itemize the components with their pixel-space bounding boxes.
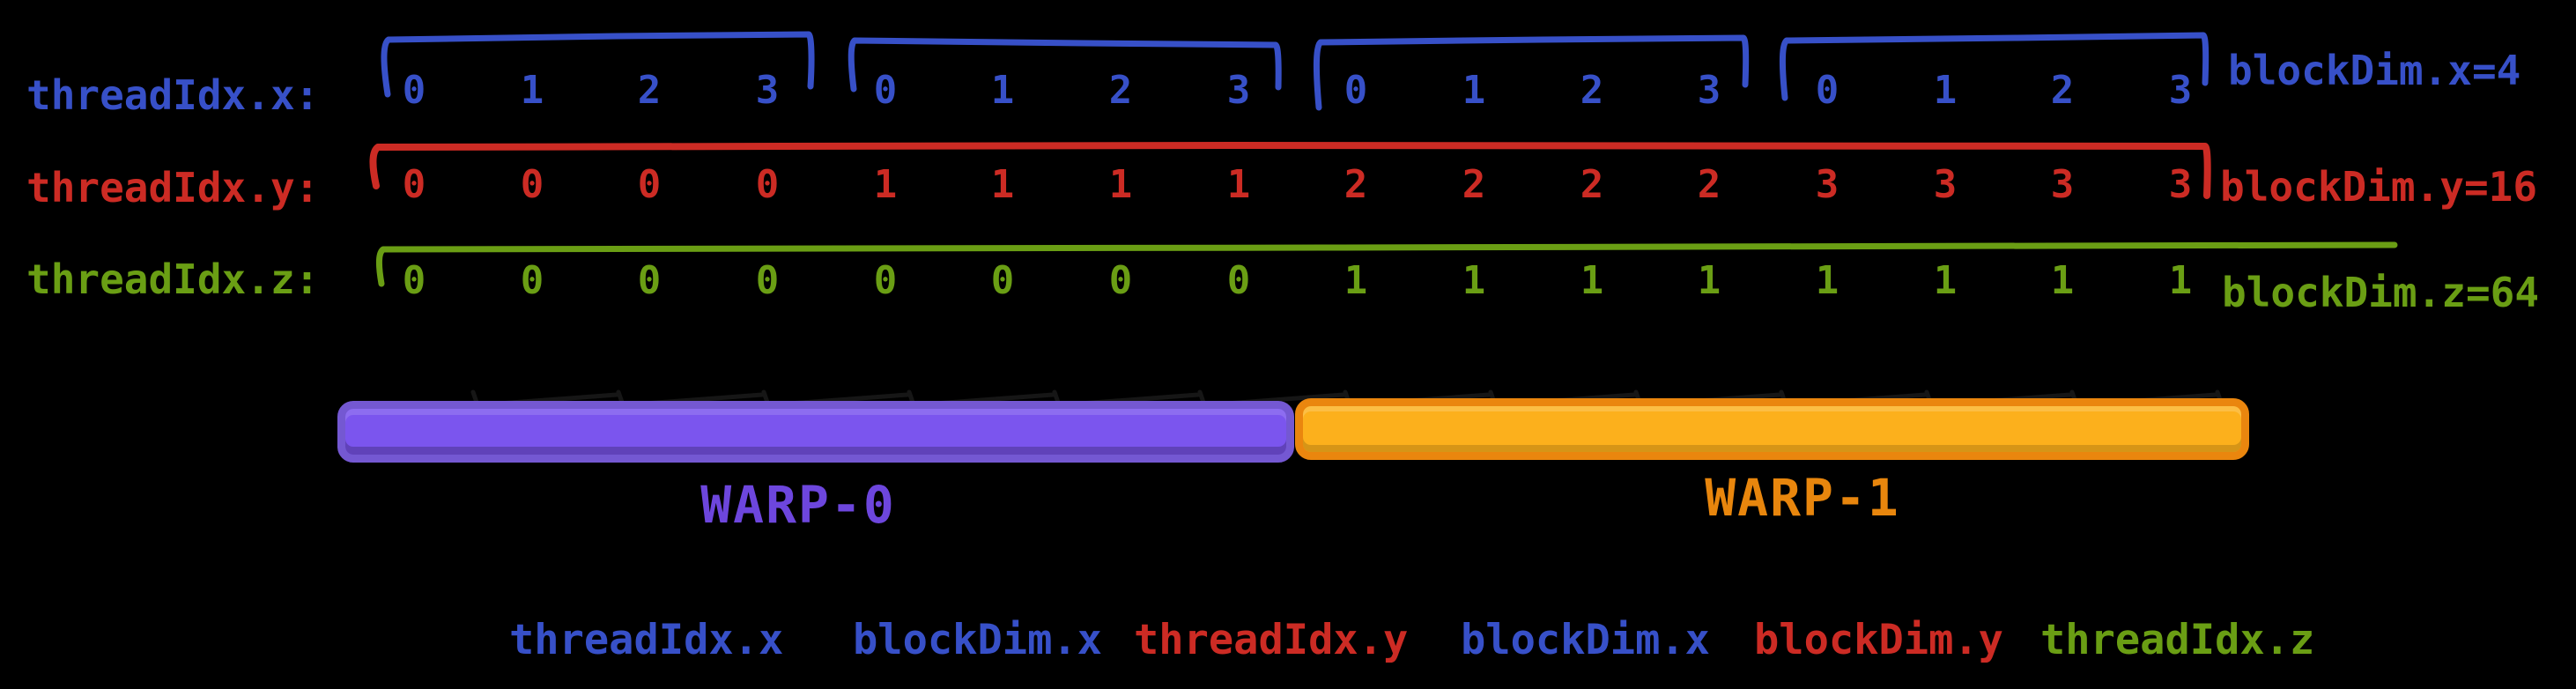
warp-1-label: WARP-1 [1705, 468, 1900, 528]
thread-index-value-y-11: 2 [1697, 162, 1721, 207]
formula-token-blockDim-x-1: blockDim.x [853, 616, 1102, 664]
thread-index-value-y-9: 2 [1462, 162, 1486, 207]
thread-index-value-z-4: 0 [873, 258, 898, 303]
thread-index-value-y-4: 1 [873, 162, 898, 207]
warp-0-label: WARP-0 [700, 475, 896, 535]
thread-index-value-z-13: 1 [1933, 258, 1958, 303]
formula-token-blockDim-y-4: blockDim.y [1754, 616, 2003, 664]
thread-index-value-y-6: 1 [1108, 162, 1133, 207]
thread-index-value-y-12: 3 [1815, 162, 1839, 207]
thread-index-value-z-14: 1 [2050, 258, 2075, 303]
thread-index-value-x-10: 2 [1580, 68, 1604, 113]
thread-index-value-x-12: 0 [1815, 68, 1839, 113]
formula-token-threadIdx-z-5: threadIdx.z [2040, 616, 2315, 664]
row-label-threadidx-x: threadIdx.x: [26, 71, 320, 119]
thread-index-value-z-11: 1 [1697, 258, 1721, 303]
thread-index-value-z-15: 1 [2168, 258, 2193, 303]
thread-index-value-x-3: 3 [755, 68, 780, 113]
thread-index-value-y-8: 2 [1344, 162, 1368, 207]
thread-index-value-x-15: 3 [2168, 68, 2193, 113]
blockdim-z-group-bracket [375, 241, 2398, 287]
thread-index-value-z-7: 0 [1226, 258, 1251, 303]
thread-index-value-z-8: 1 [1344, 258, 1368, 303]
thread-index-value-x-1: 1 [520, 68, 544, 113]
thread-index-value-y-0: 0 [402, 162, 426, 207]
row-label-threadidx-y: threadIdx.y: [26, 164, 320, 211]
thread-index-value-x-0: 0 [402, 68, 426, 113]
blockdim-z-label: blockDim.z=64 [2222, 269, 2540, 316]
thread-index-value-z-12: 1 [1815, 258, 1839, 303]
thread-index-value-x-6: 2 [1108, 68, 1133, 113]
thread-index-value-x-7: 3 [1226, 68, 1251, 113]
warp-1-bar [1295, 398, 2249, 460]
thread-index-value-z-6: 0 [1108, 258, 1133, 303]
thread-index-value-z-2: 0 [637, 258, 662, 303]
thread-index-value-x-4: 0 [873, 68, 898, 113]
row-label-threadidx-z: threadIdx.z: [26, 256, 320, 303]
formula-token-blockDim-x-3: blockDim.x [1461, 616, 1710, 664]
thread-index-value-y-10: 2 [1580, 162, 1604, 207]
thread-index-value-z-0: 0 [402, 258, 426, 303]
formula-token-threadIdx-y-2: threadIdx.y [1134, 616, 1409, 664]
thread-index-value-z-10: 1 [1580, 258, 1604, 303]
thread-index-value-y-1: 0 [520, 162, 544, 207]
thread-index-value-x-5: 1 [990, 68, 1015, 113]
blockdim-y-label: blockDim.y=16 [2220, 163, 2538, 211]
thread-index-value-z-9: 1 [1462, 258, 1486, 303]
thread-index-value-y-14: 3 [2050, 162, 2075, 207]
thread-index-value-z-3: 0 [755, 258, 780, 303]
thread-index-value-y-2: 0 [637, 162, 662, 207]
thread-index-value-x-13: 1 [1933, 68, 1958, 113]
formula-token-threadIdx-x-0: threadIdx.x [509, 616, 784, 664]
thread-index-value-y-13: 3 [1933, 162, 1958, 207]
thread-index-value-z-5: 0 [990, 258, 1015, 303]
thread-index-value-y-7: 1 [1226, 162, 1251, 207]
warp-0-bar [337, 401, 1294, 463]
thread-index-value-y-3: 0 [755, 162, 780, 207]
thread-index-value-x-14: 2 [2050, 68, 2075, 113]
thread-index-value-y-15: 3 [2168, 162, 2193, 207]
thread-index-value-x-2: 2 [637, 68, 662, 113]
blockdim-x-label: blockDim.x=4 [2228, 47, 2521, 94]
thread-index-value-y-5: 1 [990, 162, 1015, 207]
thread-index-value-x-9: 1 [1462, 68, 1486, 113]
thread-index-value-z-1: 0 [520, 258, 544, 303]
thread-index-value-x-8: 0 [1344, 68, 1368, 113]
thread-index-value-x-11: 3 [1697, 68, 1721, 113]
